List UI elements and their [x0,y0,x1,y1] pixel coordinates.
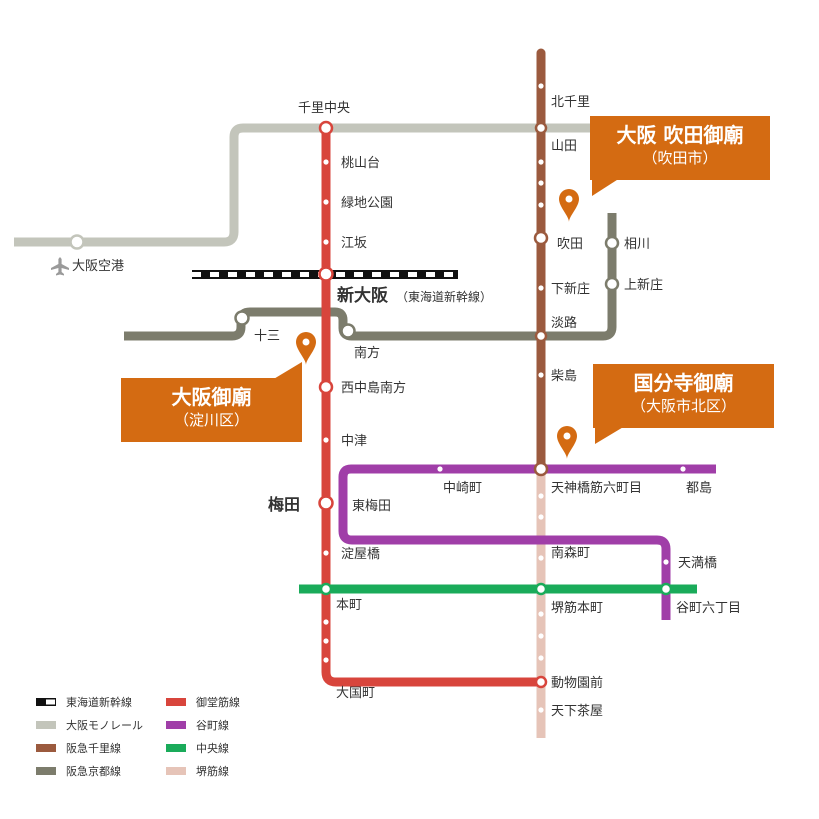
callout-yodogawa-tail [272,362,302,380]
callout-kokubunji-title: 国分寺御廟 [633,371,734,395]
station-higashi-umeda: 東梅田 [352,498,391,514]
station-shin-osaka: 新大阪 [337,285,388,306]
intermediate-station-dots [323,83,686,713]
legend-item-tanimachi: 谷町線 [166,718,229,732]
callout-kokubunji-tail [595,426,625,444]
station-tenjinbashisuji-6: 天神橋筋六町目 [551,480,642,496]
station-minamikata: 南方 [354,345,380,361]
station-tengachaya: 天下茶屋 [551,703,603,719]
midosuji-line [321,128,541,687]
map-pin-icon [559,189,579,222]
legend-item-midosuji: 御堂筋線 [166,695,240,709]
station-awaji: 淡路 [551,315,577,331]
station-daikokucho: 大国町 [336,686,375,701]
station-momoyamadai: 桃山台 [341,156,380,171]
legend-label-chuo: 中央線 [196,741,229,755]
station-tenmabashi: 天満橋 [678,556,717,571]
legend-label-monorail: 大阪モノレール [66,718,143,732]
callout-yodogawa: 大阪御廟 （淀川区） [121,378,302,442]
legend-item-tokaido: 東海道新幹線 [36,695,132,709]
station-nakazakicho: 中崎町 [443,481,482,496]
callout-yodogawa-sub: （淀川区） [173,411,249,429]
legend-item-monorail: 大阪モノレール [36,718,143,732]
legend: 東海道新幹線 大阪モノレール 阪急千里線 阪急京都線 御堂筋線 谷町線 中央線 [36,695,240,778]
monorail-line [14,123,605,247]
legend-label-sakaisuji: 堺筋線 [196,764,229,778]
station-honmachi: 本町 [336,598,362,613]
station-senri-chuo: 千里中央 [298,101,350,116]
legend-label-senri: 阪急千里線 [66,741,121,755]
legend-label-kyoto: 阪急京都線 [66,764,121,778]
callout-yodogawa-title: 大阪御廟 [171,385,252,409]
station-juso: 十三 [254,329,280,344]
station-shimoshinjo: 下新庄 [551,281,590,297]
station-umeda: 梅田 [268,495,300,514]
legend-label-tokaido: 東海道新幹線 [66,695,132,709]
station-kamishinjo: 上新庄 [624,277,663,293]
station-osaka-airport: 大阪空港 [72,259,124,274]
legend-label-midosuji: 御堂筋線 [196,695,240,709]
callout-kokubunji-sub: （大阪市北区） [630,397,736,415]
hankyu-kyoto-line [124,213,617,341]
major-station-rings [69,120,673,689]
station-miyakojima: 都島 [686,481,712,496]
station-shin-osaka-note: （東海道新幹線） [396,289,492,304]
station-esaka: 江坂 [341,236,367,251]
tanimachi-line [338,464,716,620]
station-sakaisuji-honmachi: 堺筋本町 [551,600,603,616]
station-dobutsuen-mae: 動物園前 [551,675,603,691]
airplane-icon [51,257,69,276]
legend-item-kyoto: 阪急京都線 [36,764,121,778]
station-ryokuchi-koen: 緑地公園 [341,196,393,211]
callout-suita-tail [592,178,620,196]
callout-suita: 大阪 吹田御廟 （吹田市） [590,116,770,180]
station-minamimorimachi: 南森町 [551,545,590,561]
map-pin-icon [296,332,316,365]
callout-suita-sub: （吹田市） [642,149,718,167]
map-pin-icon [557,426,577,459]
station-yodoyabashi: 淀屋橋 [341,547,380,562]
station-kita-senri: 北千里 [551,95,590,110]
callout-kokubunji: 国分寺御廟 （大阪市北区） [593,364,774,428]
station-yamada: 山田 [551,139,577,154]
legend-item-sakaisuji: 堺筋線 [166,764,229,778]
station-nishinakajima-minamigata: 西中島南方 [341,380,406,396]
callout-suita-title: 大阪 吹田御廟 [616,123,744,147]
station-aikawa: 相川 [624,237,650,252]
legend-item-senri: 阪急千里線 [36,741,121,755]
station-nakatsu: 中津 [341,434,367,449]
station-kunijima: 柴島 [551,369,577,384]
station-suita: 吹田 [557,237,583,252]
legend-item-chuo: 中央線 [166,741,229,755]
station-tanimachi-6: 谷町六丁目 [676,601,741,616]
legend-label-tanimachi: 谷町線 [196,718,229,732]
